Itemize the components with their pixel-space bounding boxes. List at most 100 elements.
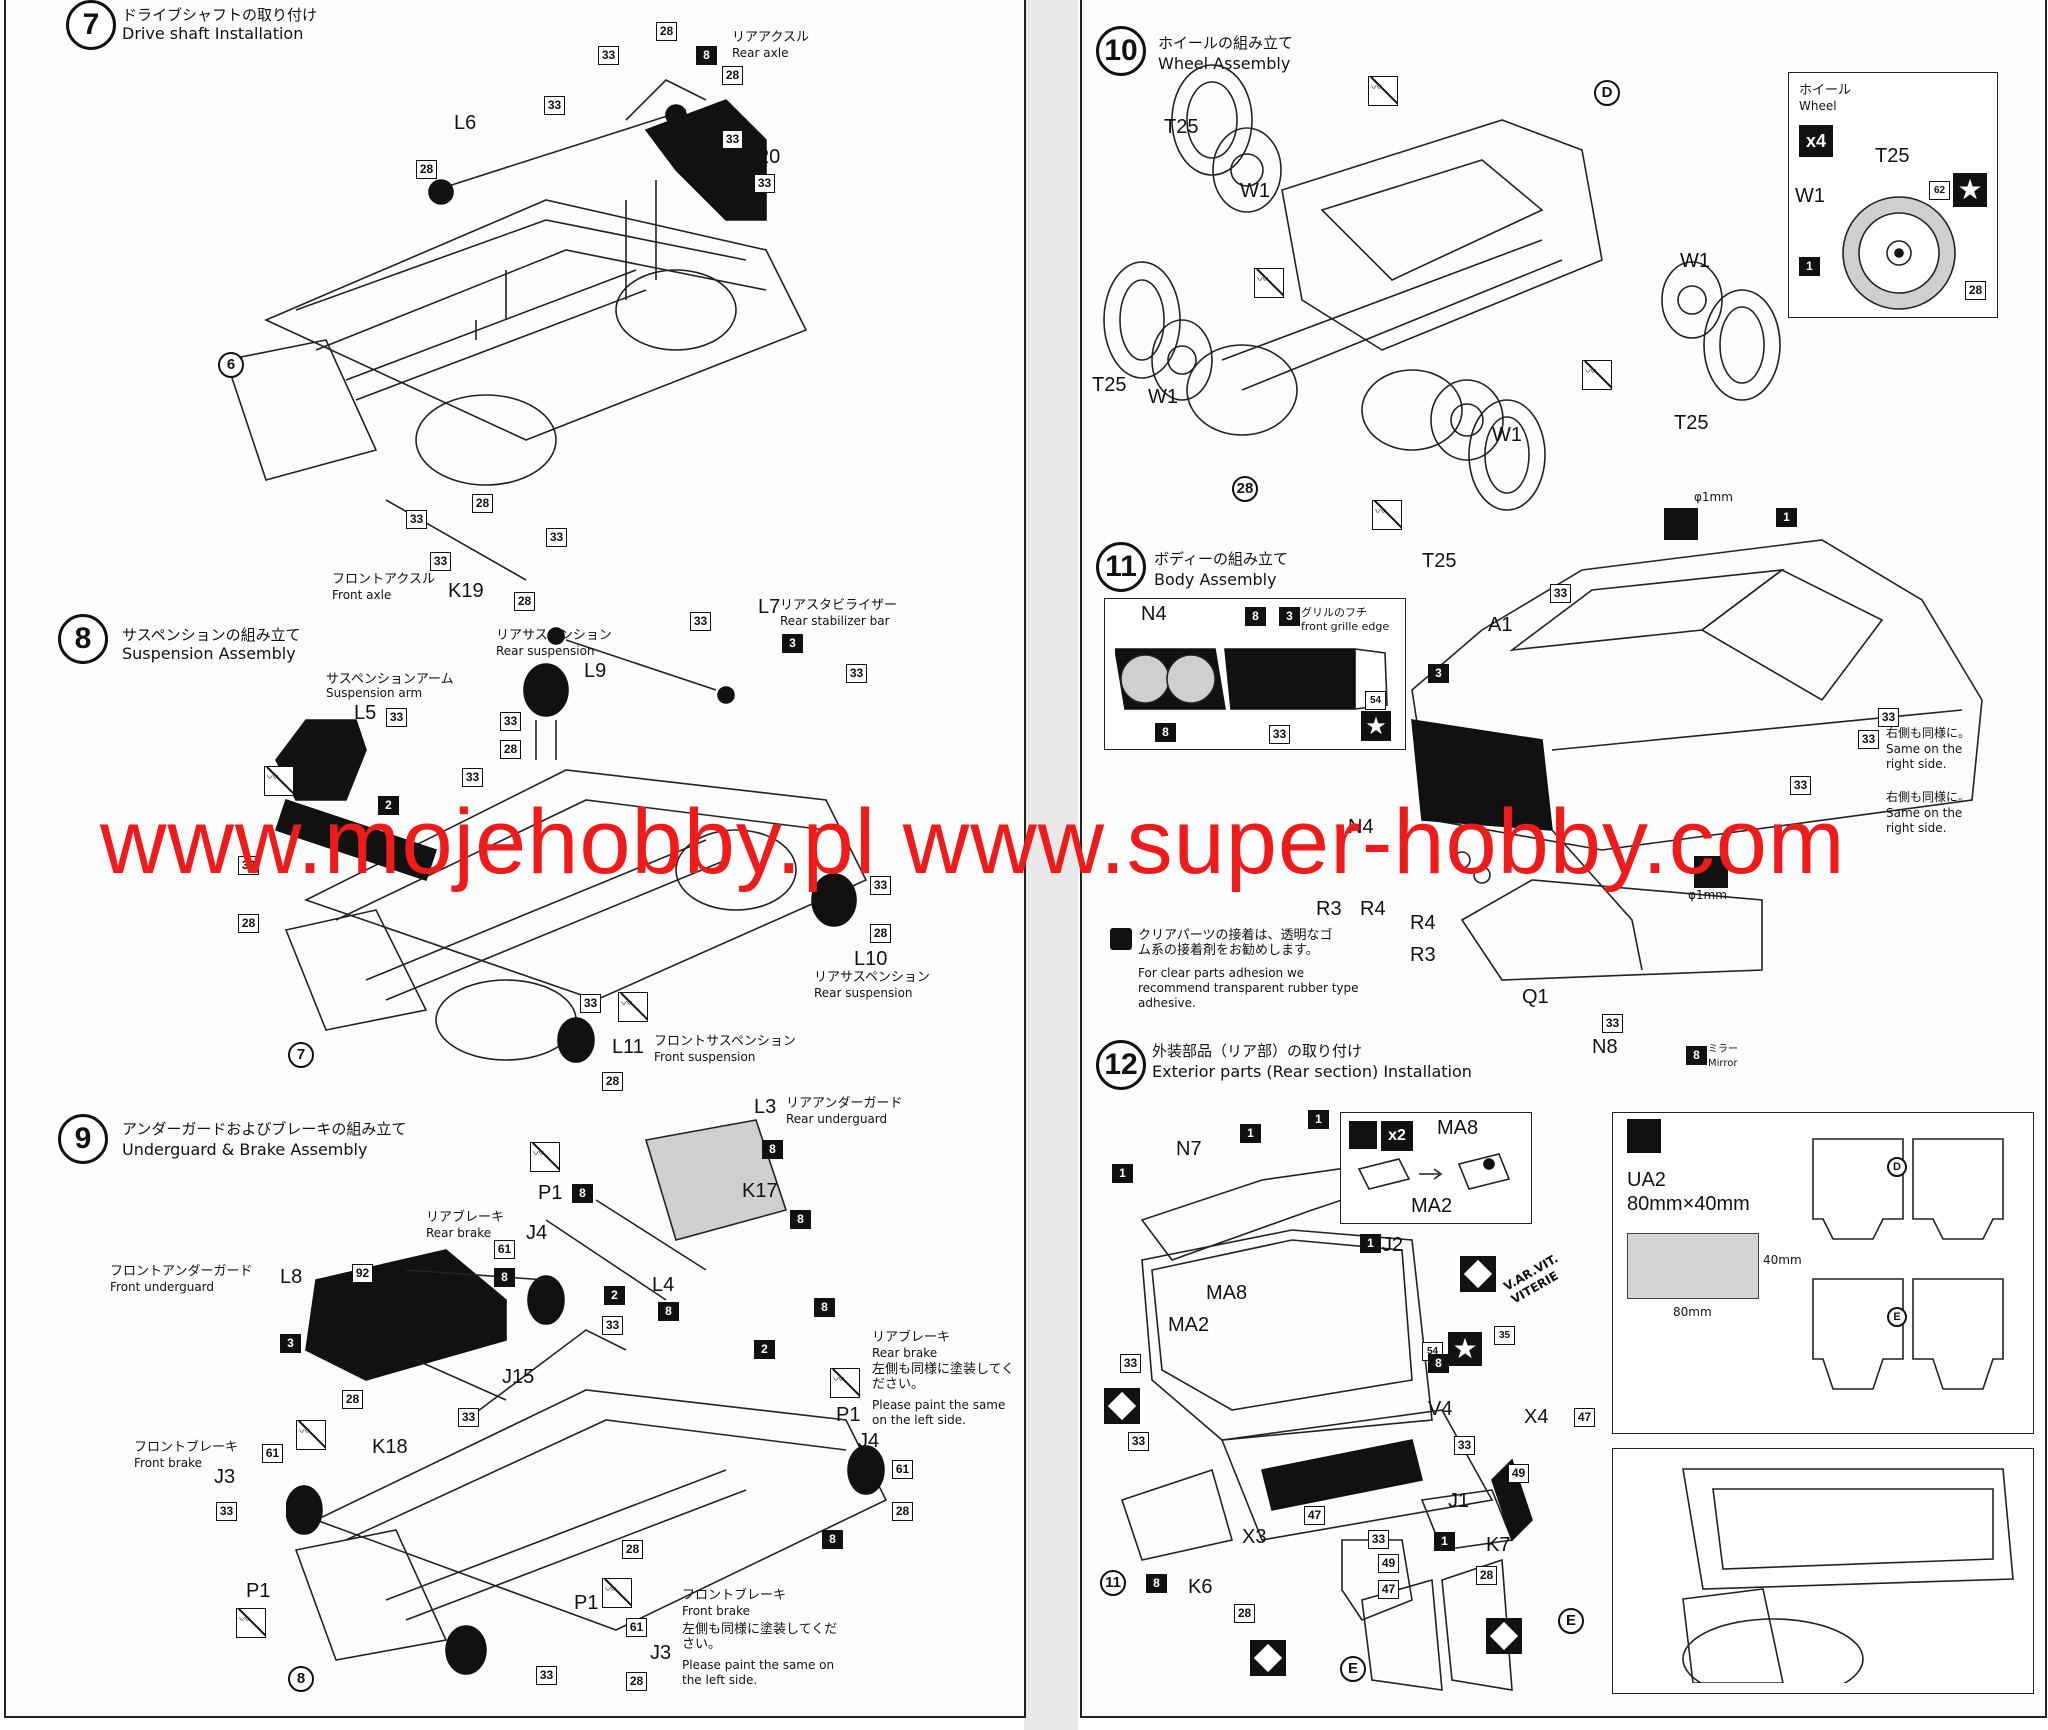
code-8: 8	[658, 1302, 679, 1321]
front-susp-caption-en: Front suspension	[654, 1050, 756, 1064]
part-label-T25: T25	[1875, 145, 1910, 167]
part-label-MA8: MA8	[1206, 1282, 1248, 1304]
code-33: 33	[690, 612, 711, 631]
front-brake-caption-jp-2: フロントブレーキ	[682, 1588, 787, 1603]
mirror-caption-jp: ミラー	[1708, 1044, 1738, 1055]
rear-section-drawing	[1120, 1159, 1533, 1691]
code-33: 33	[1269, 725, 1290, 744]
quantity-x2: x2	[1381, 1121, 1413, 1151]
no-paint-icon	[830, 1368, 860, 1398]
ref-circle-8: 8	[288, 1666, 314, 1692]
step-9-number: 9	[58, 1114, 108, 1164]
rear-under-caption-en: Rear underguard	[786, 1112, 888, 1126]
code-8: 8	[1155, 723, 1176, 742]
drill-hole-icon	[1664, 508, 1698, 540]
part-label-J20: J20	[748, 146, 781, 168]
part-label-L7: L7	[758, 596, 781, 618]
star-marker-icon: ★	[1953, 173, 1987, 207]
no-paint-icon	[1368, 76, 1398, 106]
code-8: 8	[1686, 1046, 1707, 1065]
code-28: 28	[500, 740, 521, 759]
part-label-T25: T25	[1164, 116, 1199, 138]
mudflap-decal-box: UA2 80mm×40mm 40mm 80mm D E	[1612, 1112, 2034, 1434]
step-12-title-jp: 外装部品（リア部）の取り付け	[1152, 1042, 1363, 1060]
part-label-N8: N8	[1592, 1036, 1618, 1058]
code-33: 33	[1878, 708, 1899, 727]
code-28: 28	[626, 1672, 647, 1691]
wheel-detail-drawing	[1842, 196, 1956, 310]
code-33: 33	[458, 1408, 479, 1427]
front-brake-caption-jp: フロントブレーキ	[134, 1440, 239, 1455]
part-label-MA8: MA8	[1437, 1117, 1479, 1139]
code-8: 8	[1428, 1354, 1449, 1373]
paint-left-caption-en-2: Please paint the same on the left side.	[682, 1658, 835, 1687]
code-28: 28	[602, 1072, 623, 1091]
chassis-drawing-step8	[274, 627, 868, 1063]
code-49: 49	[1378, 1554, 1399, 1573]
code-33: 33	[1128, 1432, 1149, 1451]
code-1: 1	[1360, 1234, 1381, 1253]
code-3: 3	[280, 1334, 301, 1353]
part-label-J4: J4	[858, 1430, 880, 1452]
paint-left-caption-en: Please paint the same on the left side.	[872, 1398, 1006, 1427]
part-label-L5: L5	[354, 702, 377, 724]
code-61: 61	[892, 1460, 913, 1479]
code-35: 35	[1494, 1326, 1515, 1345]
code-2: 2	[604, 1286, 625, 1305]
decal-size-label: 80mm×40mm	[1627, 1193, 1750, 1215]
rear-stab-caption-en: Rear stabilizer bar	[780, 614, 890, 628]
code-3: 3	[782, 634, 803, 653]
code-1: 1	[1240, 1124, 1261, 1143]
code-1: 1	[1308, 1110, 1329, 1129]
code-33: 33	[1454, 1436, 1475, 1455]
no-paint-icon	[1582, 360, 1612, 390]
code-33: 33	[536, 1666, 557, 1685]
wheel-assembly-drawing	[1103, 64, 1603, 511]
code-1: 1	[1112, 1164, 1133, 1183]
rear-axle-caption-jp: リアアクスル	[732, 30, 809, 45]
code-33: 33	[870, 876, 891, 895]
mudflap-marker-D: D	[1887, 1157, 1907, 1177]
watermark-text: www.mojehobby.pl www.super-hobby.com	[100, 791, 1846, 893]
clear-parts-caption-jp: クリアパーツの接着は、透明なゴム系の接着剤をお勧めします。	[1138, 928, 1333, 958]
code-33: 33	[1120, 1354, 1141, 1373]
part-label-J15: J15	[502, 1366, 535, 1388]
step-8-title-en: Suspension Assembly	[122, 644, 296, 663]
code-28: 28	[1965, 281, 1986, 300]
headlight-grille-drawing	[1115, 648, 1388, 710]
code-8: 8	[762, 1140, 783, 1159]
diamond-marker-icon	[1250, 1640, 1286, 1676]
ref-circle-9: 28	[1232, 476, 1258, 502]
code-92: 92	[352, 1264, 373, 1283]
susp-arm-caption-en: Suspension arm	[326, 686, 423, 700]
no-paint-icon	[264, 766, 294, 796]
page-gutter	[1024, 0, 1078, 1730]
step-10-title-en: Wheel Assembly	[1158, 54, 1291, 73]
code-28: 28	[656, 22, 677, 41]
part-label-N4: N4	[1348, 816, 1374, 838]
part-label-P1: P1	[836, 1404, 861, 1426]
ref-circle-11: 11	[1100, 1570, 1126, 1596]
same-right-caption-en-2: Same on the right side.	[1886, 806, 1963, 835]
part-label-R4: R4	[1360, 898, 1386, 920]
code-62: 62	[1929, 181, 1950, 200]
same-right-caption-en: Same on the right side.	[1886, 742, 1963, 771]
ref-circle-E: E	[1558, 1608, 1584, 1634]
code-33: 33	[1550, 584, 1571, 603]
right-instruction-page: 10 ホイールの組み立て Wheel Assembly T25 W1 D T25…	[1080, 0, 2047, 1718]
code-8: 8	[572, 1184, 593, 1203]
code-61: 61	[262, 1444, 283, 1463]
part-label-K6: K6	[1188, 1576, 1213, 1598]
step-11-title-jp: ボディーの組み立て	[1154, 550, 1288, 568]
decal-sheet-icon	[1627, 1119, 1661, 1153]
body-assembly-drawing	[1411, 539, 1983, 981]
code-28: 28	[514, 592, 535, 611]
ref-circle-5: D	[1594, 80, 1620, 106]
code-8: 8	[790, 1210, 811, 1229]
part-label-T25: T25	[1422, 550, 1457, 572]
decal-height-label: 40mm	[1763, 1253, 1802, 1267]
code-49: 49	[1508, 1464, 1529, 1483]
code-28: 28	[416, 160, 437, 179]
code-33: 33	[1790, 776, 1811, 795]
no-paint-icon	[296, 1420, 326, 1450]
